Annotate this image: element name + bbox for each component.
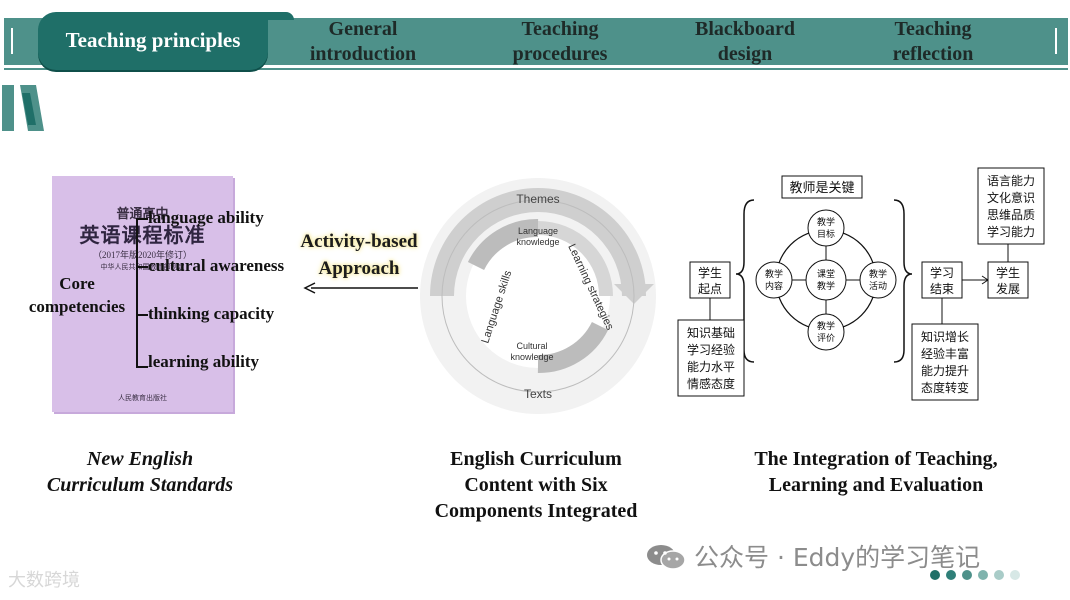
center-line2: 教学 <box>817 280 835 292</box>
core-competencies-label: Core competencies <box>16 272 138 318</box>
book-edition: （2017年版2020年修订） <box>92 250 192 260</box>
caption-line: English Curriculum <box>450 448 622 470</box>
tab-label-line1: Teaching <box>521 17 599 40</box>
competency-cultural-awareness: cultural awareness <box>148 256 285 275</box>
node-evaluation-2: 评价 <box>817 333 835 344</box>
competency-thinking-capacity: thinking capacity <box>148 304 275 323</box>
brace-tick <box>136 366 148 368</box>
caption-line: Components Integrated <box>434 500 638 522</box>
tab-label-line1: Teaching <box>894 17 972 40</box>
node-activity-1: 教学 <box>869 268 887 280</box>
end-detail-1: 知识增长 <box>921 330 969 344</box>
nav-right-divider <box>1055 28 1057 54</box>
label-themes: Themes <box>516 192 559 206</box>
pager-dot[interactable] <box>946 570 956 580</box>
pager-dots <box>930 567 1026 585</box>
node-content-1: 教学 <box>765 268 783 280</box>
competency-learning-ability: learning ability <box>148 352 259 371</box>
pager-dot[interactable] <box>978 570 988 580</box>
start-detail-1: 知识基础 <box>687 326 735 340</box>
competency-brace <box>136 218 138 368</box>
book-title-line2: 英语课程标准 <box>79 225 206 247</box>
label-texts: Texts <box>524 387 552 401</box>
label-cultural-knowledge-2: knowledge <box>510 352 553 362</box>
curriculum-components-diagram: Themes Texts Language skills Learning st… <box>420 178 656 414</box>
brace-tick <box>136 266 148 268</box>
caption-line: Content with Six <box>464 474 608 496</box>
node-goal-2: 目标 <box>817 228 835 240</box>
development-detail-3: 思维品质 <box>987 208 1035 222</box>
development-detail-2: 文化意识 <box>987 190 1035 205</box>
curriculum-book-cover <box>52 176 233 412</box>
end-detail-3: 能力提升 <box>921 363 969 378</box>
development-line1: 学生 <box>996 265 1020 280</box>
end-detail-2: 经验丰富 <box>921 346 969 361</box>
development-detail-4: 学习能力 <box>987 224 1035 239</box>
tab-label: Teaching principles <box>65 28 241 52</box>
node-goal-1: 教学 <box>817 216 835 228</box>
caption-line: New English <box>86 448 194 470</box>
caption-curriculum-content: English Curriculum Content with Six Comp… <box>404 446 668 524</box>
pager-dot[interactable] <box>994 570 1004 580</box>
tab-label-line2: reflection <box>892 42 974 65</box>
watermark-left-text: 大数跨境 <box>8 570 80 591</box>
watermark-right: 公众号 · Eddy的学习笔记 <box>646 538 980 574</box>
left-arrow-icon <box>303 282 418 294</box>
competency-language-ability: language ability <box>148 208 264 227</box>
nav-left-divider <box>11 28 13 54</box>
end-line2: 结束 <box>930 282 954 296</box>
teaching-evaluation-diagram: 教师是关键 课堂 教学 教学 目标 教学 内容 教学 活动 教学 评价 学生 起… <box>677 167 1045 401</box>
start-line1: 学生 <box>698 265 722 280</box>
section-marker-icon <box>2 85 44 131</box>
start-detail-3: 能力水平 <box>687 360 735 374</box>
caption-line: Curriculum Standards <box>46 474 234 496</box>
label-language-knowledge-1: Language <box>518 226 558 236</box>
watermark-left: 大数跨境 <box>8 566 80 592</box>
brace-tick <box>136 218 148 220</box>
wechat-icon <box>647 545 686 570</box>
tab-label-line2: procedures <box>512 42 608 65</box>
caption-line: Learning and Evaluation <box>768 474 984 496</box>
pager-dot[interactable] <box>930 570 940 580</box>
node-content-2: 内容 <box>765 280 783 292</box>
tab-teaching-principles[interactable]: Teaching principles <box>38 12 268 70</box>
activity-line2: Approach <box>318 258 400 279</box>
development-detail-1: 语言能力 <box>987 174 1035 188</box>
tab-label-line2: introduction <box>309 42 417 65</box>
activity-line1: Activity-based <box>300 231 418 252</box>
node-activity-2: 活动 <box>869 280 887 292</box>
tab-label-line2: design <box>717 42 773 65</box>
start-detail-4: 情感态度 <box>687 376 735 391</box>
label-teacher-key: 教师是关键 <box>789 180 854 196</box>
caption-integration: The Integration of Teaching, Learning an… <box>726 446 1026 498</box>
start-detail-2: 学习经验 <box>687 342 735 357</box>
label-language-knowledge-2: knowledge <box>516 237 559 247</box>
nav-underline <box>4 68 1068 70</box>
node-evaluation-1: 教学 <box>817 320 835 332</box>
label-cultural-knowledge-1: Cultural <box>516 341 547 351</box>
pager-dot[interactable] <box>962 570 972 580</box>
end-detail-4: 态度转变 <box>921 380 969 395</box>
tab-label-line1: Blackboard <box>694 17 796 40</box>
watermark-right-text: 公众号 · Eddy的学习笔记 <box>694 543 981 572</box>
pager-dot[interactable] <box>1010 570 1020 580</box>
nav-tab-decoration <box>250 12 294 20</box>
book-title-line1: 普通高中 <box>116 206 169 221</box>
core-line1: Core <box>59 274 95 293</box>
activity-based-approach-label: Activity-based Approach <box>284 228 434 282</box>
core-line2: competencies <box>28 297 126 316</box>
development-line2: 发展 <box>996 281 1020 296</box>
brace-tick <box>136 314 148 316</box>
caption-line: The Integration of Teaching, <box>754 448 998 470</box>
book-publisher: 人民教育出版社 <box>118 394 167 402</box>
center-line1: 课堂 <box>817 268 835 280</box>
start-line2: 起点 <box>698 282 722 296</box>
tab-label-line1: General <box>328 17 398 40</box>
caption-curriculum-standards: New English Curriculum Standards <box>20 446 260 498</box>
end-line1: 学习 <box>930 265 954 280</box>
